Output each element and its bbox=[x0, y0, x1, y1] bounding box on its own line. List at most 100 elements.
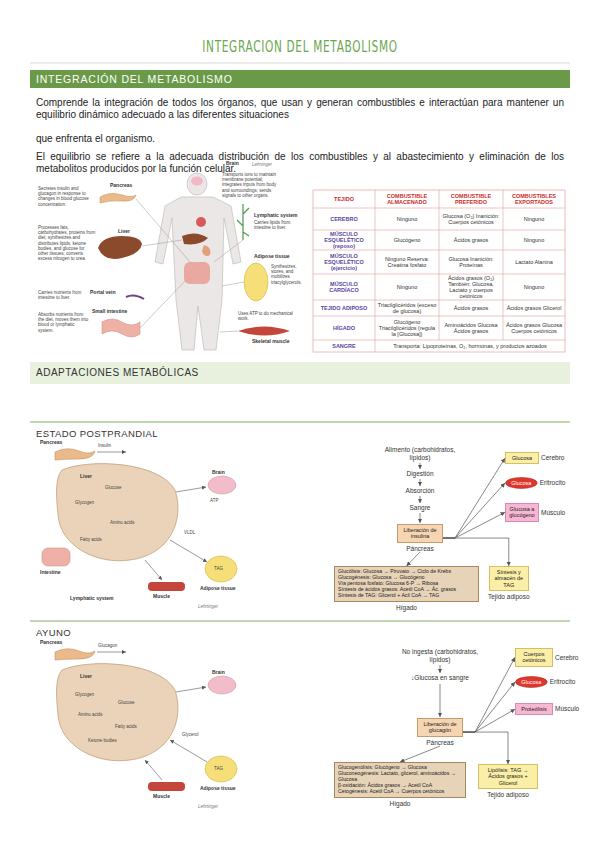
organ-circle: GlucosaEritrocito bbox=[515, 676, 575, 688]
table-header: COMBUSTIBLE ALMACENADO bbox=[375, 190, 439, 208]
body-head bbox=[187, 173, 207, 195]
figure-label: Adipose tissue bbox=[200, 786, 245, 792]
section-heading: AYUNO bbox=[36, 628, 236, 639]
node-caption: Eritrocito bbox=[550, 678, 576, 685]
adipose-icon bbox=[205, 756, 237, 782]
figure-label: Pancreas bbox=[110, 183, 144, 189]
table-cell: Ninguno bbox=[503, 230, 565, 250]
node-text: Liberación de glucagón bbox=[421, 721, 459, 734]
table-cell: Ninguno Reserva: Creatina fosfato bbox=[375, 250, 439, 274]
leader-line bbox=[140, 280, 186, 328]
section-rule bbox=[30, 421, 570, 422]
muscle-icon bbox=[238, 327, 290, 336]
figure-caption: Glycogen bbox=[75, 500, 105, 505]
flow-arrow bbox=[420, 496, 421, 503]
node-text: Cuerpos cetónicos bbox=[519, 651, 549, 664]
title-bar: INTEGRACION DEL METABOLISMO bbox=[0, 37, 599, 56]
figure-caption: Glucose bbox=[118, 700, 146, 705]
figure-label: Muscle bbox=[153, 794, 181, 800]
node-caption: Páncreas bbox=[406, 545, 433, 552]
node-text: Gluconeogénesis: Lactato, glicerol, amin… bbox=[338, 771, 462, 783]
band-text: ADAPTACIONES METABÓLICAS bbox=[36, 367, 199, 379]
flow-arrow bbox=[420, 479, 421, 486]
figure-caption: Fatty acids bbox=[115, 724, 150, 729]
node-text: Proteólisis bbox=[519, 706, 549, 712]
figure-caption: Glucose bbox=[105, 485, 133, 490]
figure-label: Brain bbox=[226, 161, 248, 167]
liver-organ bbox=[182, 233, 208, 244]
circle-fill bbox=[506, 478, 538, 489]
node-caption: Hígado bbox=[390, 800, 411, 807]
flow-arrow bbox=[420, 463, 421, 469]
liver-icon bbox=[98, 236, 142, 259]
liver-box: Glucogenólisis: Glucógeno → GlucosaGluco… bbox=[334, 762, 466, 807]
table-cell: Ninguno bbox=[503, 274, 565, 300]
figure-label: Brain bbox=[212, 670, 234, 676]
node-caption: Cerebro bbox=[555, 654, 578, 661]
table-header: COMBUSTIBLE PREFERIDO bbox=[439, 190, 503, 208]
table-cell: Ninguno bbox=[375, 274, 439, 300]
band-text: INTEGRACIÓN DEL METABOLISMO bbox=[36, 73, 233, 85]
figure-caption: Amino acids bbox=[78, 712, 113, 717]
flow-arrow bbox=[97, 452, 126, 453]
node-caption: Hígado bbox=[396, 604, 417, 611]
table-header: COMBUSTIBLES EXPORTADOS bbox=[503, 190, 565, 208]
band-shape: INTEGRACIÓN DEL METABOLISMO bbox=[30, 70, 570, 88]
node-caption: Músculo bbox=[541, 509, 565, 516]
figure-credit: Lehninger bbox=[198, 604, 232, 609]
figure-caption: TAG bbox=[214, 766, 229, 771]
pancreas-icon bbox=[55, 449, 95, 460]
flow-arrow bbox=[176, 487, 206, 492]
node-caption: Eritrocito bbox=[540, 479, 566, 486]
figure-caption: Secretes insulin and glucagon in respons… bbox=[38, 186, 96, 207]
title-rule bbox=[30, 63, 570, 64]
figure-label: Lymphatic system bbox=[254, 213, 298, 219]
table-cell: Ácidos grasos (O₂) También: Glucosa, Lac… bbox=[439, 274, 503, 300]
node-caption: Páncreas bbox=[426, 739, 453, 746]
flow-step: Alimento (carbohidratos, lípidos) bbox=[375, 446, 465, 462]
leader-line bbox=[136, 199, 190, 262]
node-caption: Tejido adiposo bbox=[487, 791, 529, 798]
circle-shape: Glucosa bbox=[505, 477, 538, 489]
liver-box: Glucólisis: Glucosa → Piruvato → Ciclo d… bbox=[334, 566, 479, 611]
connector bbox=[443, 538, 509, 566]
table-row-header: TEJIDO ADIPOSO bbox=[313, 300, 375, 316]
brain-icon bbox=[208, 476, 236, 494]
table-header: TEJIDO bbox=[313, 190, 375, 208]
connector bbox=[463, 709, 515, 732]
table-row-header: MÚSCULO CARDÍACO bbox=[313, 274, 375, 300]
liver-shape bbox=[57, 664, 178, 761]
box-shape: Glucólisis: Glucosa → Piruvato → Ciclo d… bbox=[334, 566, 479, 602]
figure-caption: Ketone bodies bbox=[88, 738, 130, 743]
brain-icon bbox=[208, 676, 236, 694]
portal-vein-icon bbox=[126, 295, 144, 299]
flow-arrow bbox=[440, 684, 441, 717]
brain-organ bbox=[191, 177, 203, 186]
paragraph: El equilibrio se refiere a la adecuada d… bbox=[36, 151, 564, 175]
flow-arrow bbox=[170, 740, 207, 762]
figure-label: Pancreas bbox=[40, 640, 74, 646]
page-title: INTEGRACION DEL METABOLISMO bbox=[202, 37, 397, 56]
table-row-header: MÚSCULO ESQUELÉTICO (ejercicio) bbox=[313, 250, 375, 274]
postprandial-figure bbox=[42, 449, 237, 591]
figure-credit: Lehninger bbox=[252, 162, 286, 167]
flow-arrow bbox=[176, 687, 206, 692]
table-row-header: MÚSCULO ESQUELÉTICO (reposo) bbox=[313, 230, 375, 250]
figure-credit: Lehninger bbox=[198, 804, 232, 809]
table-row-header: CEREBRO bbox=[313, 208, 375, 230]
pancreas-icon bbox=[55, 649, 95, 660]
organ-box: Síntesis y almacén de TAGTejido adiposo bbox=[488, 566, 530, 600]
figure-label: Lymphatic system bbox=[70, 596, 120, 602]
figure-label: Brain bbox=[212, 470, 234, 476]
connector bbox=[463, 732, 508, 764]
section-band: INTEGRACIÓN DEL METABOLISMO bbox=[30, 70, 570, 88]
table-cell: Glucosa Inanición: Proteínas bbox=[439, 250, 503, 274]
table-row-header: SANGRE bbox=[313, 340, 375, 352]
figure-caption: VLDL bbox=[184, 530, 204, 535]
organ-box: Glucosa a glucógenoMúsculo bbox=[505, 503, 565, 522]
figure-caption: Carries nutrients from intestine to live… bbox=[38, 290, 88, 300]
pancreas-icon bbox=[100, 193, 136, 203]
node-text: Glucosa bbox=[511, 480, 531, 486]
box-shape: Glucogenólisis: Glucógeno → GlucosaGluco… bbox=[334, 762, 466, 798]
